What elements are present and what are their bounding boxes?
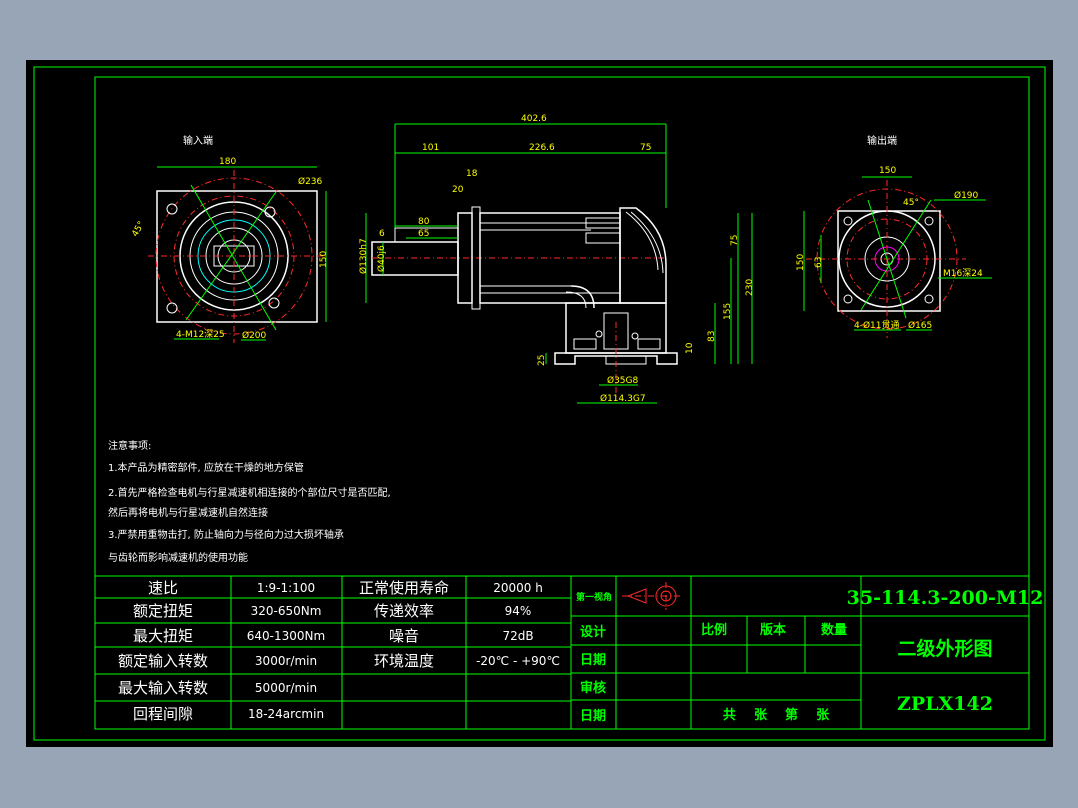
dim-side-6: 6: [379, 229, 385, 239]
dim-side-10: 10: [685, 342, 695, 354]
dim-side-230: 230: [745, 279, 755, 296]
spec-label-noise: 噪音: [389, 627, 419, 645]
projection-symbol-icon: [622, 582, 682, 610]
drawing-canvas: 输入端 180 150 Ø236 45° 4-M12深25 Ø200: [26, 60, 1053, 747]
notes-line1: 1.本产品为精密部件, 应放在干燥的地方保管: [108, 461, 304, 474]
dim-in-45: 45°: [130, 220, 147, 239]
dim-out-11: 4-Ø11贯通: [854, 320, 900, 331]
dim-side-155: 155: [723, 303, 733, 320]
spec-value-max-torque: 640-1300Nm: [247, 629, 325, 643]
dim-side-83: 83: [707, 331, 717, 342]
spec-value-rated-speed: 3000r/min: [255, 654, 317, 668]
dim-side-25: 25: [537, 355, 547, 366]
notes-title: 注意事项:: [108, 439, 151, 452]
dim-out-150v: 150: [796, 254, 806, 271]
dim-side-75b: 75: [730, 235, 740, 246]
input-end-view: 输入端 180 150 Ø236 45° 4-M12深25 Ø200: [130, 134, 329, 343]
tb-review: 审核: [580, 680, 606, 696]
tb-name: 二级外形图: [897, 637, 992, 660]
dim-side-226: 226.6: [529, 143, 555, 153]
notes-line5: 与齿轮而影响减速机的使用功能: [108, 551, 248, 564]
notes-line2: 2.首先严格检查电机与行星减速机相连接的个部位尺寸是否匹配,: [108, 486, 391, 499]
dim-side-114: Ø114.3G7: [600, 393, 646, 404]
tb-sheets: 共 张 第 张: [723, 707, 830, 723]
output-end-view: 输出端 150 45° Ø190 150 63 M16深24 4-Ø11贯通 Ø…: [796, 134, 992, 338]
dim-side-40: Ø40j6: [376, 245, 387, 272]
spec-value-backlash: 18-24arcmin: [248, 707, 324, 721]
dim-side-402: 402.6: [521, 114, 547, 124]
outer-frame: [33, 66, 1046, 741]
spec-value-efficiency: 94%: [505, 604, 532, 618]
dim-side-18: 18: [466, 169, 478, 179]
dim-out-190: Ø190: [954, 190, 979, 201]
cad-drawing: 输入端 180 150 Ø236 45° 4-M12深25 Ø200: [33, 66, 1046, 741]
dim-out-150: 150: [879, 166, 896, 176]
tb-projection: 第一视角: [576, 591, 612, 603]
dim-in-236: Ø236: [298, 176, 323, 187]
tb-quantity: 数量: [821, 622, 847, 638]
dim-in-m12: 4-M12深25: [176, 329, 225, 340]
dim-side-65: 65: [418, 229, 429, 239]
dim-out-m16: M16深24: [943, 268, 983, 279]
dim-out-63: 63: [814, 257, 824, 268]
dim-side-20: 20: [452, 185, 464, 195]
tb-code: 35-114.3-200-M12: [847, 587, 1044, 609]
dim-in-180: 180: [219, 157, 236, 167]
spec-value-ratio: 1:9-1:100: [257, 581, 315, 595]
tb-model: ZPLX142: [897, 693, 993, 715]
notes: 注意事项: 1.本产品为精密部件, 应放在干燥的地方保管 2.首先严格检查电机与…: [108, 439, 391, 564]
spec-label-rated-speed: 额定输入转数: [118, 652, 208, 670]
dim-side-130: Ø130h7: [358, 238, 369, 274]
input-end-label: 输入端: [183, 134, 213, 147]
notes-line4: 3.严禁用重物击打, 防止轴向力与径向力过大损坏轴承: [108, 528, 344, 541]
dim-side-101: 101: [422, 143, 439, 153]
spec-value-noise: 72dB: [502, 629, 533, 643]
tb-version: 版本: [760, 622, 786, 638]
dim-out-45: 45°: [903, 198, 919, 208]
spec-label-life: 正常使用寿命: [359, 579, 449, 597]
spec-label-max-speed: 最大输入转数: [118, 679, 208, 697]
tb-design: 设计: [580, 624, 606, 640]
tb-date1: 日期: [580, 653, 606, 668]
dim-side-80: 80: [418, 217, 430, 227]
spec-value-temperature: -20℃ - +90℃: [476, 654, 560, 668]
spec-value-max-speed: 5000r/min: [255, 681, 317, 695]
spec-label-temperature: 环境温度: [374, 652, 434, 670]
spec-label-ratio: 速比: [148, 579, 178, 597]
spec-table: 速比 1:9-1:100 正常使用寿命 20000 h 额定扭矩 320-650…: [94, 575, 572, 730]
title-block: 第一视角 设计 日期 审核 日期 比例 版本 数量 共 张 第 张 35-114…: [570, 575, 1044, 730]
spec-label-rated-torque: 额定扭矩: [133, 602, 193, 620]
dim-out-165: Ø165: [908, 320, 932, 331]
dim-side-75a: 75: [640, 143, 651, 153]
spec-label-efficiency: 传递效率: [374, 602, 434, 620]
tb-scale: 比例: [701, 622, 727, 638]
tb-date2: 日期: [580, 709, 606, 724]
side-view: 402.6 101 226.6 75 18 20 80 65 6 Ø130h7 …: [358, 114, 755, 404]
spec-value-life: 20000 h: [493, 581, 543, 595]
spec-label-backlash: 回程间隙: [133, 705, 193, 723]
dim-side-35: Ø35G8: [607, 375, 639, 386]
notes-line3: 然后再将电机与行星减速机自然连接: [108, 506, 268, 519]
spec-label-max-torque: 最大扭矩: [133, 627, 193, 645]
dim-in-150: 150: [319, 251, 329, 268]
spec-value-rated-torque: 320-650Nm: [251, 604, 322, 618]
dim-in-200: Ø200: [242, 330, 267, 341]
output-end-label: 输出端: [867, 134, 897, 147]
